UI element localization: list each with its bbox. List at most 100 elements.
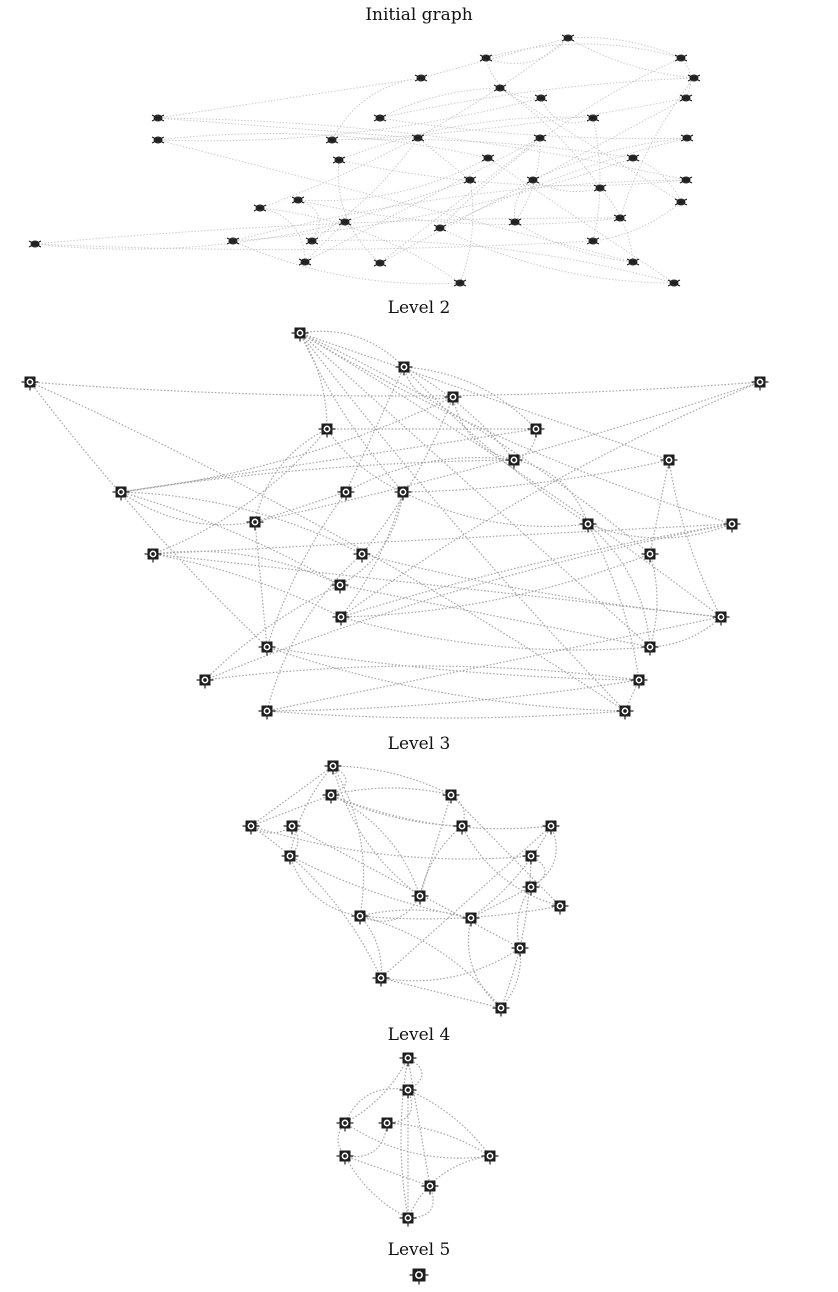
graph-node bbox=[298, 258, 312, 266]
graph-node bbox=[679, 94, 693, 102]
graph-edge bbox=[530, 825, 557, 888]
graph-node bbox=[246, 516, 264, 531]
graph-node bbox=[479, 54, 493, 62]
graph-node bbox=[394, 486, 412, 501]
graph-edge bbox=[291, 825, 521, 949]
graph-node bbox=[680, 134, 694, 142]
graph-edge bbox=[419, 794, 452, 897]
title-level-3: Level 3 bbox=[387, 734, 451, 754]
graph-node bbox=[332, 156, 346, 164]
graph-edge bbox=[338, 159, 687, 187]
graph-edge bbox=[266, 646, 640, 681]
graph-node bbox=[687, 74, 701, 82]
graph-edge bbox=[34, 221, 346, 250]
graph-node bbox=[674, 198, 688, 206]
graph-edge bbox=[157, 97, 542, 142]
graph-edge bbox=[340, 491, 404, 618]
graph-edge bbox=[254, 491, 347, 523]
graph-edge bbox=[152, 523, 733, 555]
graph-edge bbox=[420, 37, 569, 79]
graph-node bbox=[414, 74, 428, 82]
graph-node bbox=[421, 1180, 439, 1195]
graph-edge bbox=[532, 137, 688, 181]
graph-node bbox=[399, 1084, 417, 1099]
graph-edge bbox=[380, 947, 521, 982]
graph-node bbox=[444, 391, 462, 406]
graph-edge bbox=[297, 199, 320, 242]
graph-node bbox=[144, 548, 162, 563]
graph-edge bbox=[157, 133, 489, 159]
graph-node bbox=[283, 820, 301, 835]
graph-edge bbox=[386, 1122, 491, 1157]
title-level-2: Level 2 bbox=[387, 298, 451, 318]
graph-edge bbox=[649, 459, 670, 555]
graph-edge bbox=[359, 895, 421, 922]
graph-edge bbox=[204, 665, 640, 681]
graph-edge bbox=[439, 227, 675, 284]
graph-edge bbox=[29, 381, 268, 648]
graph-edge bbox=[120, 491, 363, 555]
graph-edge bbox=[403, 366, 537, 430]
graph-node bbox=[492, 1002, 510, 1017]
graph-edge bbox=[500, 855, 532, 1009]
graph-edge bbox=[359, 905, 561, 920]
graph-edge bbox=[297, 199, 621, 225]
graph-edge bbox=[266, 646, 626, 712]
graph-edge bbox=[485, 43, 682, 59]
graph-node bbox=[616, 705, 634, 720]
graph-edge bbox=[266, 679, 640, 712]
graph-edge bbox=[461, 825, 561, 907]
title-level-4: Level 4 bbox=[387, 1025, 451, 1045]
graph-edge bbox=[567, 37, 695, 79]
graph-node bbox=[338, 218, 352, 226]
graph-edge bbox=[668, 459, 722, 618]
graph-node bbox=[226, 237, 240, 245]
graph-node bbox=[630, 674, 648, 689]
graph-node bbox=[586, 114, 600, 122]
graph-node bbox=[442, 789, 460, 804]
level-3-graph-diagram bbox=[242, 760, 569, 1017]
graph-edge bbox=[345, 456, 515, 493]
graph-node bbox=[305, 237, 319, 245]
graph-node bbox=[481, 1150, 499, 1165]
graph-node bbox=[399, 1212, 417, 1227]
graph-edge bbox=[417, 137, 471, 181]
graph-node bbox=[453, 279, 467, 287]
graph-node bbox=[253, 204, 267, 212]
graph-node bbox=[674, 54, 688, 62]
graph-edge bbox=[403, 366, 515, 461]
graph-edge bbox=[499, 87, 601, 189]
graph-node bbox=[325, 136, 339, 144]
graph-node bbox=[324, 760, 342, 775]
graph-edge bbox=[250, 765, 334, 827]
graph-edge bbox=[120, 396, 454, 493]
graph-node bbox=[351, 910, 369, 925]
graph-node bbox=[337, 486, 355, 501]
graph-edge bbox=[337, 1122, 346, 1157]
graph-edge bbox=[516, 886, 532, 949]
graph-edge bbox=[289, 765, 334, 857]
graph-edge bbox=[450, 794, 561, 907]
graph-edge bbox=[380, 825, 552, 979]
graph-edge bbox=[400, 1057, 409, 1219]
graph-node bbox=[712, 611, 730, 626]
graph-edge bbox=[361, 396, 454, 555]
graph-node bbox=[522, 850, 540, 865]
graph-node bbox=[751, 376, 769, 391]
graph-node bbox=[561, 34, 575, 42]
graph-edge bbox=[339, 584, 651, 648]
graph-edge bbox=[34, 217, 621, 245]
graph-node bbox=[21, 376, 39, 391]
graph-node bbox=[586, 237, 600, 245]
graph-node bbox=[433, 224, 447, 232]
graph-node bbox=[626, 154, 640, 162]
graph-edge bbox=[289, 855, 361, 917]
graph-edge bbox=[340, 381, 761, 618]
graph-edge bbox=[380, 977, 502, 1009]
graph-edge bbox=[299, 332, 670, 461]
graph-node bbox=[411, 134, 425, 142]
graph-edge bbox=[359, 915, 502, 1009]
graph-node bbox=[508, 218, 522, 226]
level-5-graph-diagram bbox=[409, 1268, 429, 1285]
graph-node bbox=[505, 454, 523, 469]
